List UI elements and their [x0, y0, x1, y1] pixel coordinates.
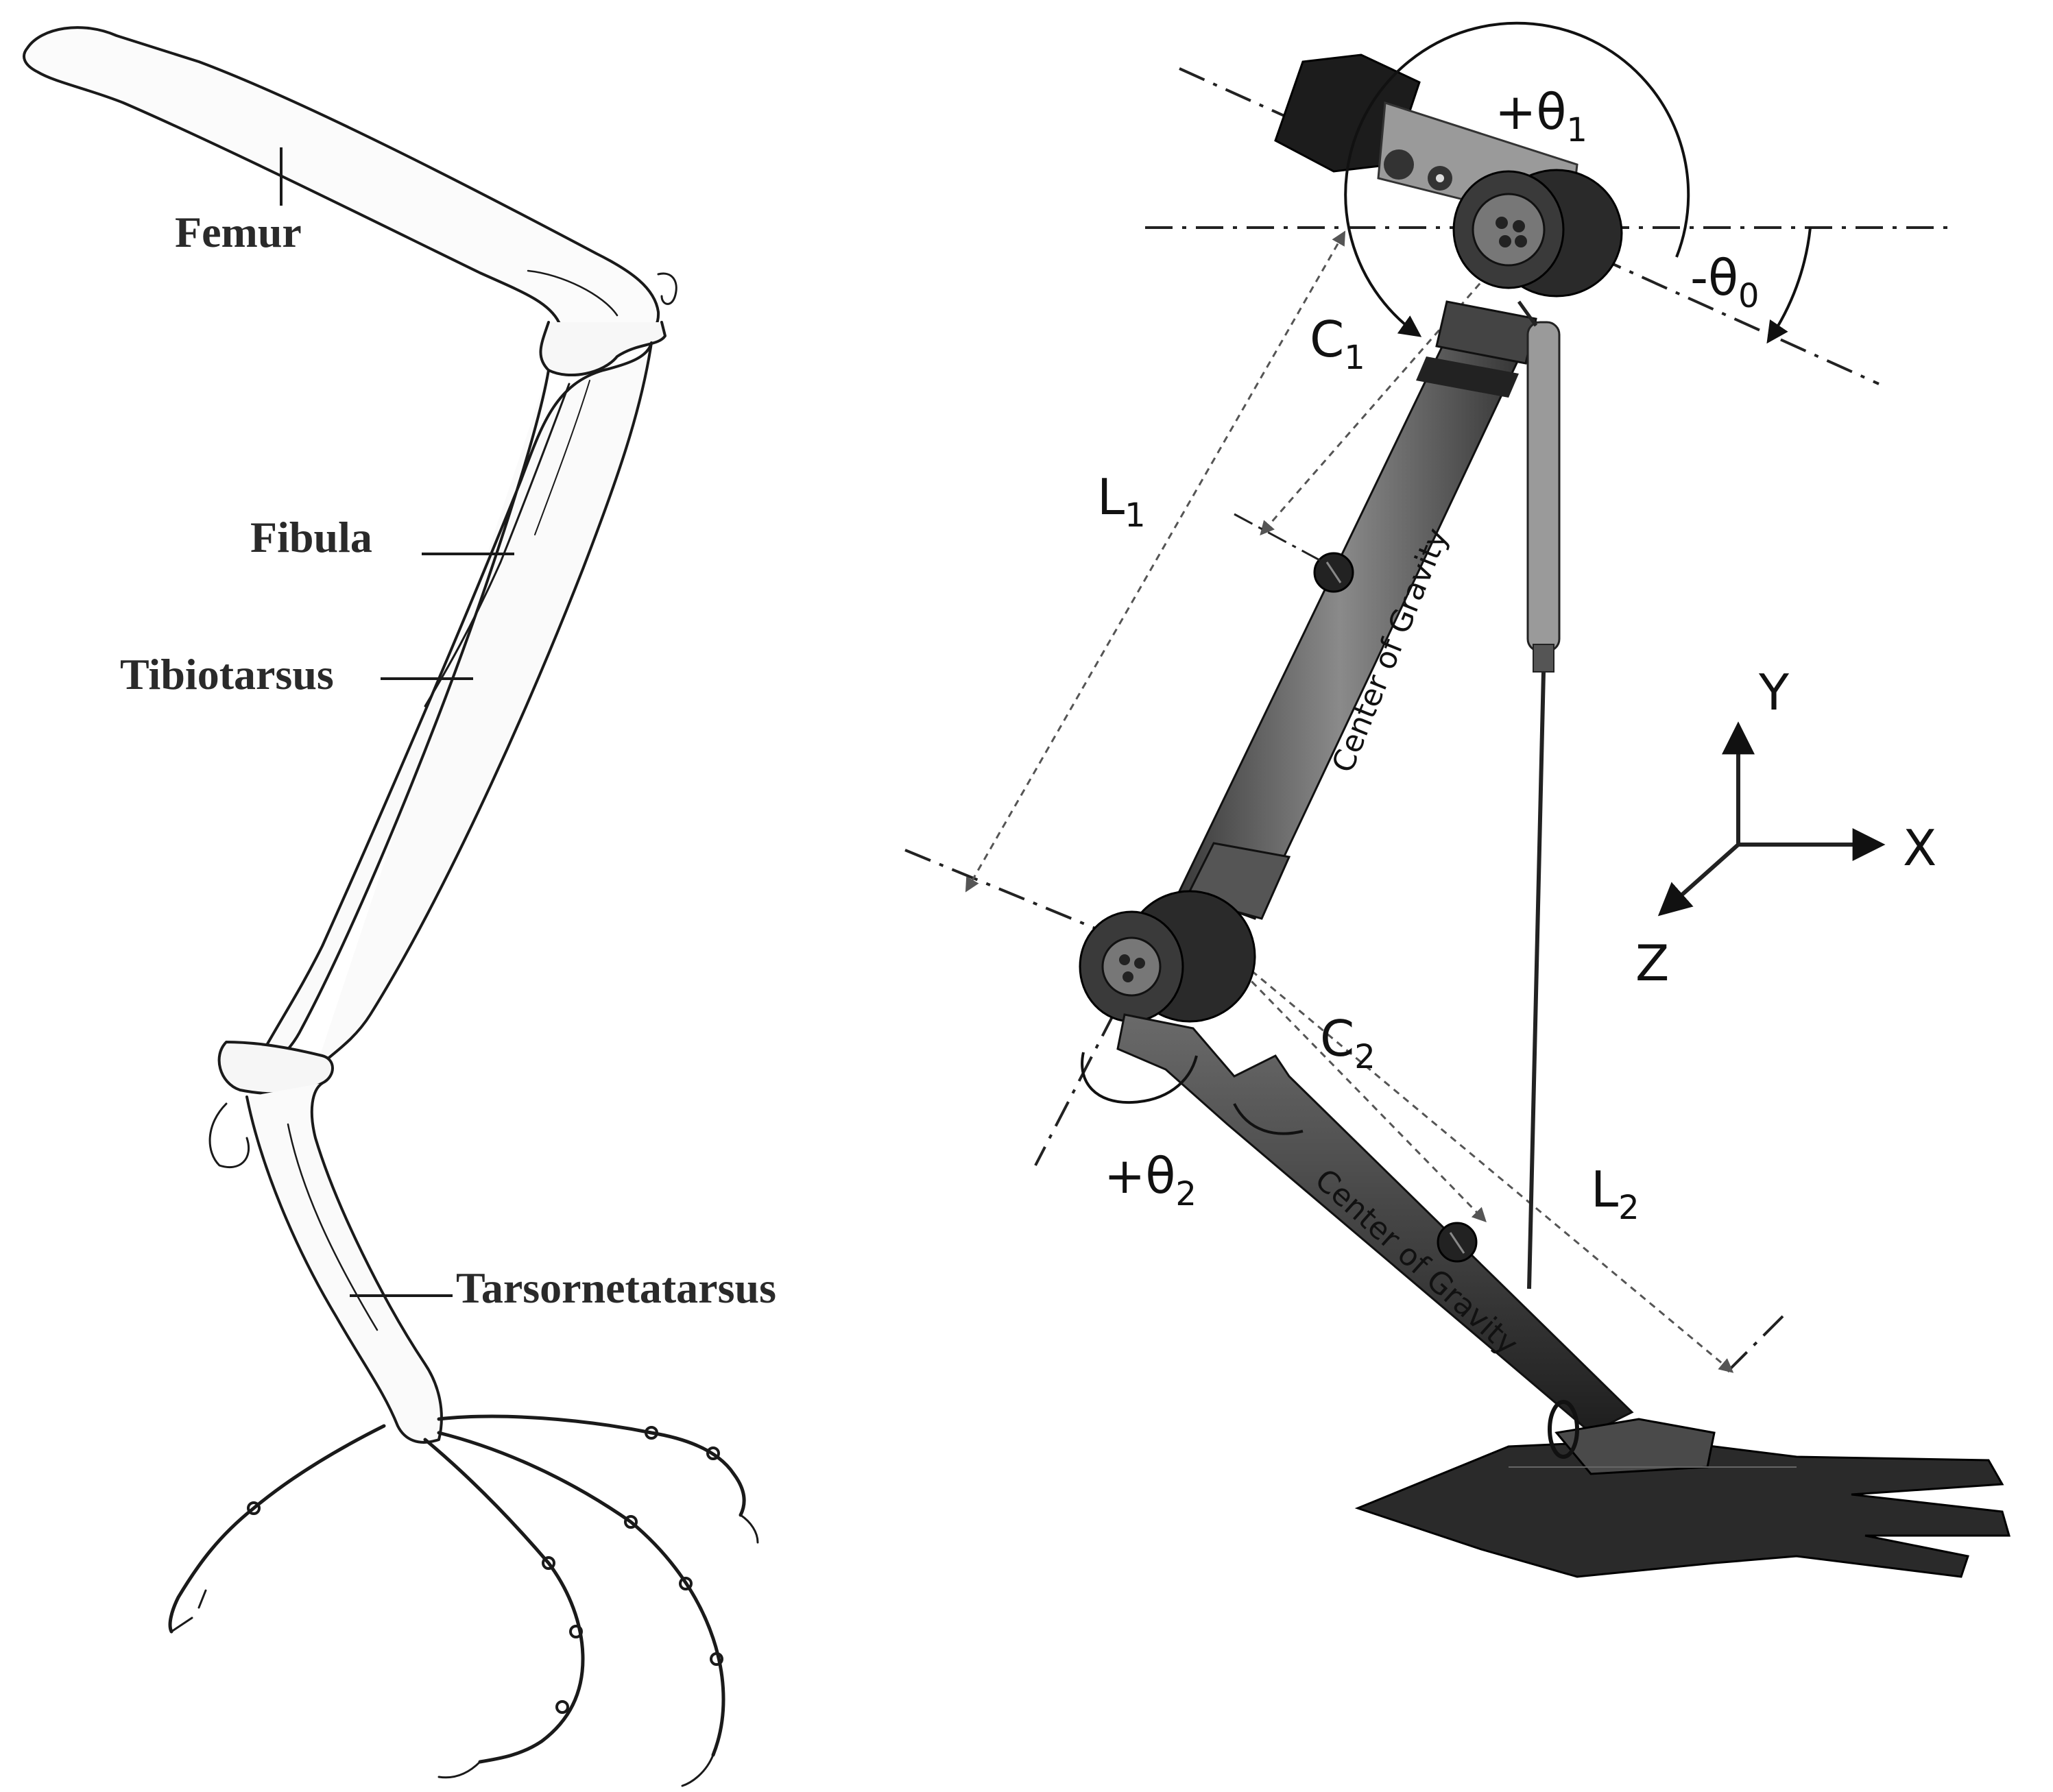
label-l2: L2: [1591, 1161, 1640, 1227]
arc-theta0: [1766, 227, 1812, 344]
label-l1: L1: [1097, 468, 1146, 535]
hip-joint: [1452, 169, 1623, 298]
tarsometatarsus-bone: [245, 1082, 443, 1444]
toe-inner: [423, 1438, 585, 1764]
axis-label-y: Y: [1758, 664, 1790, 721]
dimension-l1: [965, 230, 1346, 893]
angle-arcs: [1081, 21, 1812, 1104]
reference-lines: [904, 67, 1947, 1379]
anatomy-labels: Femur Fibula Tibiotarsus Tarsornetatarsu…: [120, 208, 776, 1312]
label-cog-shank: Center of Gravity: [1308, 1162, 1525, 1362]
thigh-link: [1177, 300, 1538, 920]
foot: [1354, 1400, 2010, 1578]
dimension-c2: [1216, 945, 1487, 1223]
knee-joint: [539, 321, 667, 376]
axis-z-arrow: [1657, 843, 1740, 917]
label-c2: C2: [1320, 1010, 1376, 1076]
axis-label-x: X: [1903, 819, 1936, 877]
cog-markers: [1234, 513, 1478, 1263]
coordinate-axes: [1657, 721, 1886, 917]
dimension-lines: [965, 230, 1734, 1373]
axis-label-z: Z: [1635, 934, 1669, 992]
label-fibula: Fibula: [250, 513, 372, 561]
label-c1: C1: [1310, 311, 1365, 377]
label-tarsometatarsus: Tarsornetatarsus: [456, 1263, 776, 1312]
shank-link: [1116, 1013, 1634, 1434]
toe-hallux: [168, 1424, 386, 1634]
dimension-l2: [1213, 938, 1734, 1373]
axis-labels: Y X Z: [1635, 664, 1936, 992]
label-tibiotarsus: Tibiotarsus: [120, 650, 334, 699]
label-theta2: +θ2: [1104, 1147, 1197, 1213]
femur-bone: [23, 26, 660, 341]
arc-theta1: [1344, 21, 1690, 337]
toe-outer: [437, 1414, 746, 1517]
knee-joint-robot: [1079, 890, 1256, 1023]
label-femur: Femur: [175, 208, 302, 256]
toe-middle: [437, 1431, 725, 1757]
label-theta1: +θ1: [1495, 83, 1587, 149]
fibula-bone: [424, 383, 571, 707]
robot-labels: +θ1 -θ0 C1 L1 C2 +θ2 L2 Center of Gravit…: [1097, 83, 1760, 1362]
arc-theta2: [1081, 1052, 1198, 1104]
bird-leg-skeleton: [23, 26, 759, 1787]
anatomy-leaders: [280, 147, 514, 1297]
tibiotarsus-bone: [245, 341, 653, 1078]
spring-actuator: [1517, 300, 1561, 1289]
label-theta0: -θ0: [1690, 249, 1760, 315]
